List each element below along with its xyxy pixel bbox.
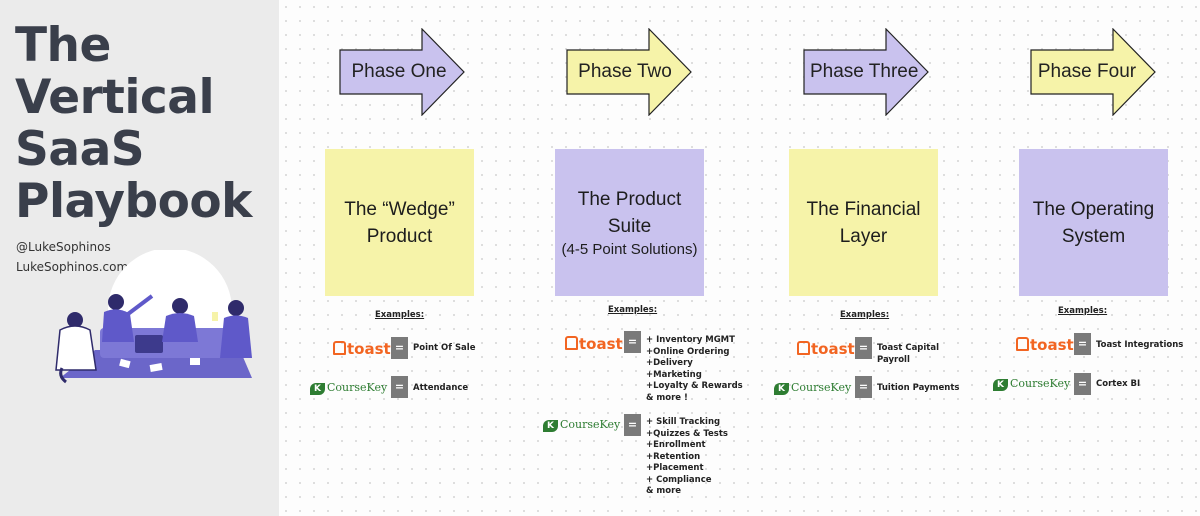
toast-icon: [333, 341, 346, 355]
examples-label: Examples:: [608, 305, 658, 315]
example-item-list: + Inventory MGMT +Online Ordering +Deliv…: [646, 335, 743, 404]
example-item: & more !: [646, 392, 688, 403]
example-item: Toast Capital: [877, 343, 940, 353]
coursekey-icon: K: [774, 383, 789, 395]
title-line: The: [15, 18, 111, 73]
example-item: Point Of Sale: [413, 343, 476, 353]
phase-four-note: The Operating System: [1019, 149, 1168, 296]
example-item: +Quizzes & Tests: [646, 428, 728, 439]
example-item: Tuition Payments: [877, 383, 960, 393]
canvas: Phase One The “Wedge” Product Examples: …: [279, 0, 1200, 516]
title-line: Vertical: [15, 70, 215, 125]
phase-one-label: Phase One: [351, 61, 447, 82]
toast-icon: [1016, 337, 1029, 351]
note-subtitle: (4-5 Point Solutions): [561, 240, 698, 258]
equals-box: =: [391, 337, 408, 359]
example-item: +Online Ordering: [646, 346, 730, 357]
note-line: System: [1061, 225, 1126, 247]
phase-three-note: The Financial Layer: [789, 149, 938, 296]
toast-logo: toast: [797, 340, 855, 358]
sidebar: The Vertical SaaS Playbook @LukeSophinos…: [0, 0, 279, 516]
page-title: The Vertical SaaS Playbook: [15, 20, 252, 228]
phase-four-arrow: [1030, 28, 1156, 116]
team-illustration: [55, 250, 252, 384]
phase-two-note: The Product Suite (4-5 Point Solutions): [555, 149, 704, 296]
title-line: SaaS: [15, 122, 145, 177]
examples-label: Examples:: [840, 310, 890, 320]
example-item: +Loyalty & Rewards: [646, 381, 743, 391]
phase-three-label: Phase Three: [810, 61, 919, 82]
title-line: Playbook: [15, 174, 252, 229]
example-item: +Placement: [646, 463, 704, 473]
phase-two-label: Phase Two: [578, 61, 672, 82]
note-line: The Product: [577, 188, 682, 210]
example-item: Attendance: [413, 383, 469, 393]
example-item-list: + Skill Tracking +Quizzes & Tests +Enrol…: [646, 417, 728, 498]
phase-one-arrow: [339, 28, 465, 116]
example-item: Payroll: [877, 354, 910, 365]
coursekey-icon: K: [310, 383, 325, 395]
toast-logo: toast: [333, 340, 391, 358]
author-website: LukeSophinos.com: [16, 260, 129, 274]
equals-box: =: [624, 414, 641, 436]
equals-box: =: [624, 331, 641, 353]
example-item: + Inventory MGMT: [646, 335, 735, 345]
note-line: Product: [366, 225, 433, 247]
example-item: + Skill Tracking: [646, 417, 721, 427]
author-handle: @LukeSophinos: [16, 240, 111, 254]
example-item-list: Toast Capital Payroll: [877, 343, 939, 366]
phase-one-note: The “Wedge” Product: [325, 149, 474, 296]
example-item: Cortex BI: [1096, 379, 1141, 389]
toast-logo: toast: [565, 335, 623, 353]
example-item: Toast Integrations: [1096, 340, 1184, 350]
equals-box: =: [855, 337, 872, 359]
note-line: Layer: [839, 225, 888, 247]
note-line: The “Wedge”: [344, 198, 455, 220]
example-item: +Enrollment: [646, 440, 706, 450]
example-item: +Delivery: [646, 358, 693, 368]
note-line: Suite: [607, 215, 652, 237]
phase-four-label: Phase Four: [1037, 61, 1137, 82]
coursekey-icon: K: [543, 420, 558, 432]
example-item: +Retention: [646, 451, 701, 462]
toast-icon: [565, 336, 578, 350]
phase-two-arrow: [566, 28, 692, 116]
equals-box: =: [1074, 373, 1091, 395]
equals-box: =: [855, 376, 872, 398]
coursekey-icon: K: [993, 379, 1008, 391]
note-line: The Operating: [1032, 198, 1155, 220]
toast-logo: toast: [1016, 336, 1074, 354]
example-item: +Marketing: [646, 369, 702, 380]
equals-box: =: [1074, 333, 1091, 355]
toast-icon: [797, 341, 810, 355]
equals-box: =: [391, 376, 408, 398]
phase-three-arrow: [803, 28, 929, 116]
example-item: + Compliance: [646, 474, 712, 485]
note-line: The Financial: [806, 198, 921, 220]
examples-label: Examples:: [1058, 306, 1108, 316]
examples-label: Examples:: [375, 310, 425, 320]
example-item: & more: [646, 486, 682, 496]
